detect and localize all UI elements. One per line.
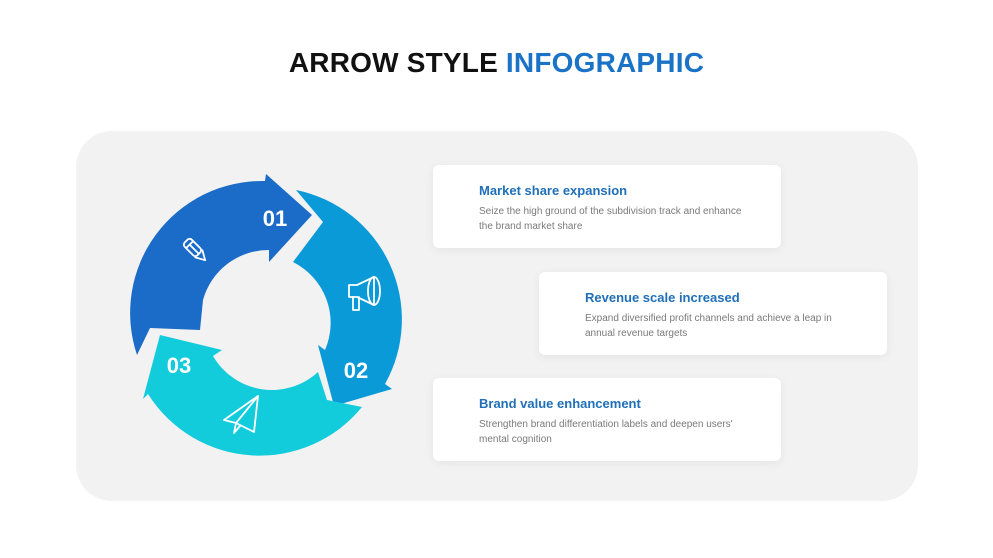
card-title: Brand value enhancement xyxy=(479,396,641,411)
cycle-diagram: 01 02 03 xyxy=(130,174,402,456)
segment-02-number: 02 xyxy=(344,358,368,383)
segment-03-number: 03 xyxy=(167,353,191,378)
segment-01-number: 01 xyxy=(263,206,287,231)
segment-03 xyxy=(143,335,362,456)
card-revenue-scale: Revenue scale increased Expand diversifi… xyxy=(539,272,887,355)
card-description: Strengthen brand differentiation labels … xyxy=(479,419,733,445)
card-market-share: Market share expansion Seize the high gr… xyxy=(433,165,781,248)
paper-plane-icon xyxy=(223,395,259,434)
segment-01 xyxy=(130,174,312,355)
card-description: Seize the high ground of the subdivision… xyxy=(479,206,742,232)
pencil-icon xyxy=(182,237,207,262)
card-brand-value: Brand value enhancement Strengthen brand… xyxy=(433,378,781,461)
title-main: ARROW STYLE xyxy=(288,47,506,78)
title-accent: INFOGRAPHIC xyxy=(505,47,705,78)
megaphone-icon xyxy=(348,276,381,311)
page-title: ARROW STYLE INFOGRAPHIC xyxy=(0,47,993,79)
card-description: Expand diversified profit channels and a… xyxy=(585,313,832,339)
card-title: Market share expansion xyxy=(479,183,628,198)
card-title: Revenue scale increased xyxy=(585,290,740,305)
segment-02 xyxy=(293,190,402,406)
